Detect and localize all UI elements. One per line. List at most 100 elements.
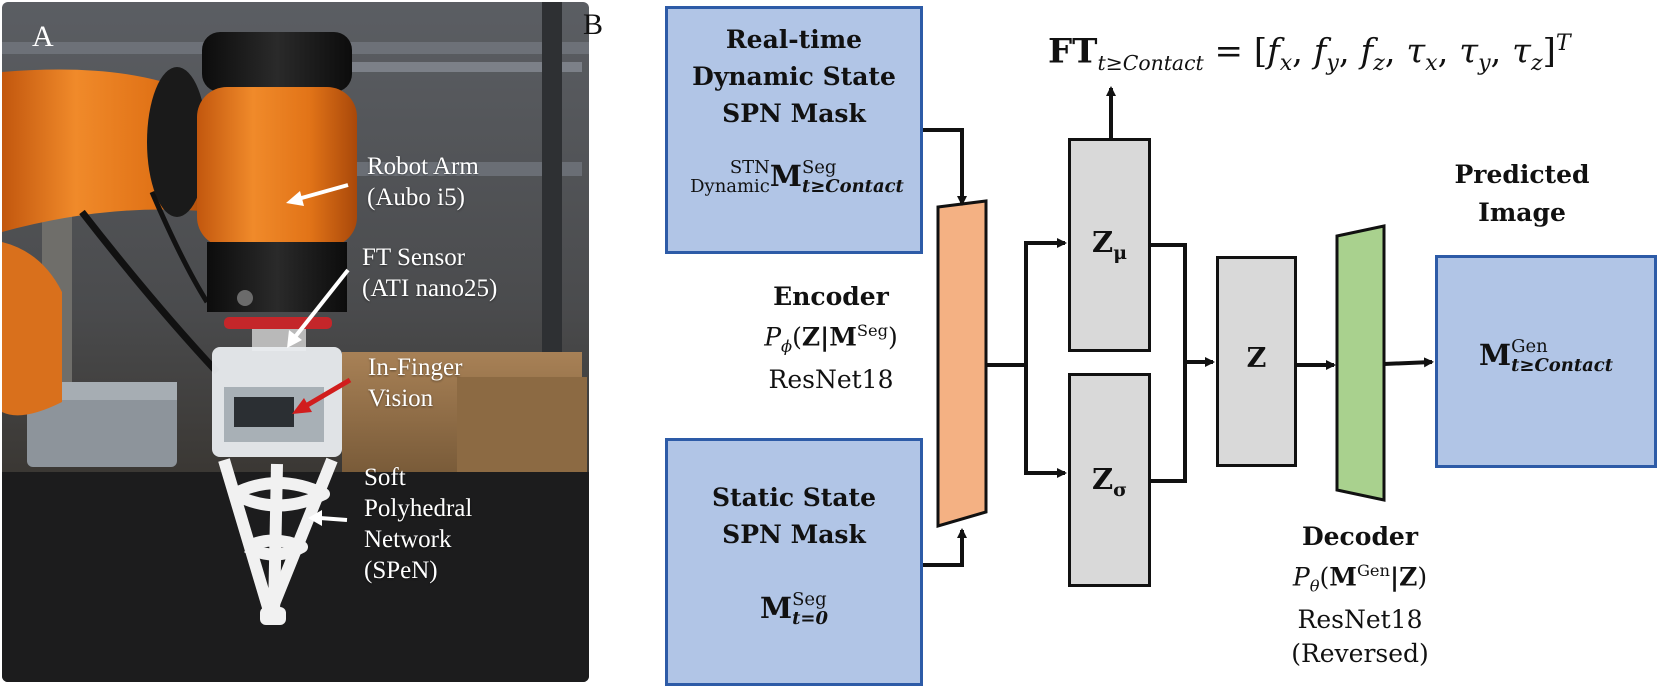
- ft-term-ty: τ: [1459, 31, 1479, 72]
- static-mask-sub: t=0: [792, 608, 828, 629]
- ft-term-tz: τ: [1512, 31, 1531, 72]
- dynamic-state-title-line1: Real-time: [725, 25, 863, 54]
- encoder-title: Encoder: [773, 282, 889, 311]
- ft-sensor-label-line1: FT Sensor: [362, 244, 466, 271]
- decoder-formula-sub: θ: [1309, 576, 1320, 596]
- spen-label: Soft Polyhedral Network (SPeN): [364, 462, 472, 586]
- z-sigma-box: Zσ: [1068, 373, 1151, 587]
- ft-term-tx: τ: [1406, 31, 1426, 72]
- decoder-formula-p: P: [1292, 562, 1310, 592]
- dynamic-to-encoder-arrow: [923, 128, 967, 206]
- ft-term-fz: f: [1360, 31, 1374, 72]
- ft-transpose: T: [1555, 30, 1571, 56]
- ft-term-ty-sub: y: [1478, 50, 1491, 77]
- predicted-mask-symbol: M Gen t≥Contact: [1438, 336, 1654, 376]
- predicted-mask-base: M: [1479, 338, 1512, 372]
- spen-label-line2: Polyhedral: [364, 495, 473, 522]
- ft-lhs-sub: t≥Contact: [1097, 51, 1204, 76]
- dynamic-state-box: Real-time Dynamic State SPN Mask STN Dyn…: [665, 6, 923, 254]
- spen-label-line4: (SPeN): [364, 557, 438, 584]
- z-mu-sub: μ: [1113, 241, 1127, 264]
- decoder-formula-given: |Z: [1390, 562, 1418, 592]
- z-symbol: Z: [1246, 343, 1267, 374]
- static-to-encoder-arrow: [923, 528, 967, 567]
- zmu-to-z-line: [1151, 243, 1187, 362]
- z-box: Z: [1216, 256, 1297, 467]
- dynamic-mask-symbol: STN Dynamic M Seg t≥Contact: [678, 157, 916, 197]
- encoder-block: [936, 199, 988, 528]
- dynamic-state-title-line2: Dynamic State: [692, 62, 896, 91]
- encoder-net: ResNet18: [768, 365, 894, 395]
- panel-a-letter: A: [32, 20, 54, 53]
- in-finger-vision-label-line2: Vision: [368, 385, 434, 412]
- predicted-mask-sup: Gen: [1511, 336, 1548, 358]
- static-state-box: Static State SPN Mask M Seg t=0: [665, 438, 923, 686]
- predicted-mask-sub: t≥Contact: [1511, 355, 1613, 376]
- ft-term-fy: f: [1313, 31, 1327, 72]
- encoder-formula: Pϕ(Z|MSeg): [764, 321, 898, 356]
- decoder-block: [1335, 224, 1386, 502]
- encoder-formula-body: Z|M: [801, 322, 857, 352]
- ft-equation: FTt≥Contact = [fx, fy, fz, τx, τy, τz]T: [1048, 30, 1571, 77]
- robot-photo-panel: A Robot Arm (Aubo i5) FT Sensor (ATI nan…: [2, 2, 589, 682]
- ft-term-tz-sub: z: [1530, 50, 1543, 77]
- robot-arm-label: Robot Arm (Aubo i5): [367, 151, 479, 213]
- z-mu-box: Zμ: [1068, 138, 1151, 352]
- ft-term-fx-sub: x: [1279, 50, 1293, 77]
- ft-term-fy-sub: y: [1326, 50, 1339, 77]
- ft-term-tx-sub: x: [1425, 50, 1438, 77]
- dynamic-mask-presub: Dynamic: [690, 176, 770, 197]
- static-state-title-line2: SPN Mask: [722, 520, 866, 549]
- ft-eq-open: = [: [1214, 31, 1268, 72]
- dynamic-mask-sup: Seg: [801, 157, 837, 179]
- ft-sensor-label: FT Sensor (ATI nano25): [362, 242, 497, 304]
- static-mask-base: M: [760, 591, 793, 625]
- encoder-formula-sub: ϕ: [781, 336, 793, 356]
- robot-arm-label-line2: (Aubo i5): [367, 184, 465, 211]
- static-mask-sup: Seg: [792, 589, 827, 611]
- dynamic-mask-sub: t≥Contact: [801, 176, 904, 197]
- static-state-title: Static State SPN Mask: [668, 479, 920, 553]
- encoder-formula-p: P: [764, 322, 782, 352]
- encoder-to-zmu-arrow: [1024, 238, 1067, 365]
- dynamic-state-title: Real-time Dynamic State SPN Mask: [668, 21, 920, 132]
- z-sigma-symbol: Zσ: [1071, 462, 1148, 501]
- static-state-title-line1: Static State: [711, 483, 877, 512]
- predicted-image-title: Predicted Image: [1432, 156, 1612, 232]
- ft-lhs: FT: [1048, 31, 1098, 72]
- predicted-title-line1: Predicted: [1454, 160, 1590, 189]
- dynamic-state-title-line3: SPN Mask: [722, 99, 866, 128]
- decoder-formula-sup: Gen: [1356, 561, 1391, 580]
- encoder-formula-sup: Seg: [856, 321, 889, 340]
- spen-label-line3: Network: [364, 526, 452, 553]
- z-mu-symbol: Zμ: [1071, 225, 1148, 264]
- zsigma-to-z-line: [1151, 362, 1187, 483]
- decoder-label: Decoder Pθ(MGen|Z) ResNet18 (Reversed): [1262, 520, 1458, 671]
- decoder-note: (Reversed): [1291, 639, 1429, 669]
- robot-arm-label-line1: Robot Arm: [367, 153, 479, 180]
- predicted-title-line2: Image: [1478, 198, 1566, 227]
- panel-b-letter: B: [583, 8, 604, 41]
- z-sigma-base: Z: [1091, 462, 1114, 496]
- static-mask-symbol: M Seg t=0: [668, 589, 920, 629]
- in-finger-vision-label: In-Finger Vision: [368, 352, 462, 414]
- in-finger-vision-label-line1: In-Finger: [368, 354, 463, 381]
- ft-sensor-label-line2: (ATI nano25): [362, 275, 498, 302]
- encoder-to-zsigma-arrow: [1024, 365, 1067, 478]
- spen-label-line1: Soft: [364, 464, 406, 491]
- robot-photo-illustration: [2, 2, 589, 682]
- z-sigma-sub: σ: [1113, 478, 1128, 501]
- decoder-net: ResNet18: [1297, 605, 1423, 635]
- ft-term-fz-sub: z: [1373, 50, 1385, 77]
- predicted-image-box: M Gen t≥Contact: [1435, 255, 1657, 468]
- dynamic-mask-base: M: [769, 159, 802, 193]
- decoder-formula: Pθ(MGen|Z): [1292, 561, 1428, 596]
- dynamic-mask-presup: STN: [729, 157, 770, 179]
- decoder-title: Decoder: [1301, 522, 1419, 551]
- decoder-to-predicted-arrow: [1383, 357, 1434, 368]
- decoder-formula-base: M: [1329, 562, 1357, 592]
- ft-term-fx: f: [1267, 31, 1280, 72]
- z-mu-base: Z: [1092, 225, 1114, 259]
- encoder-label: Encoder Pϕ(Z|MSeg) ResNet18: [735, 280, 927, 397]
